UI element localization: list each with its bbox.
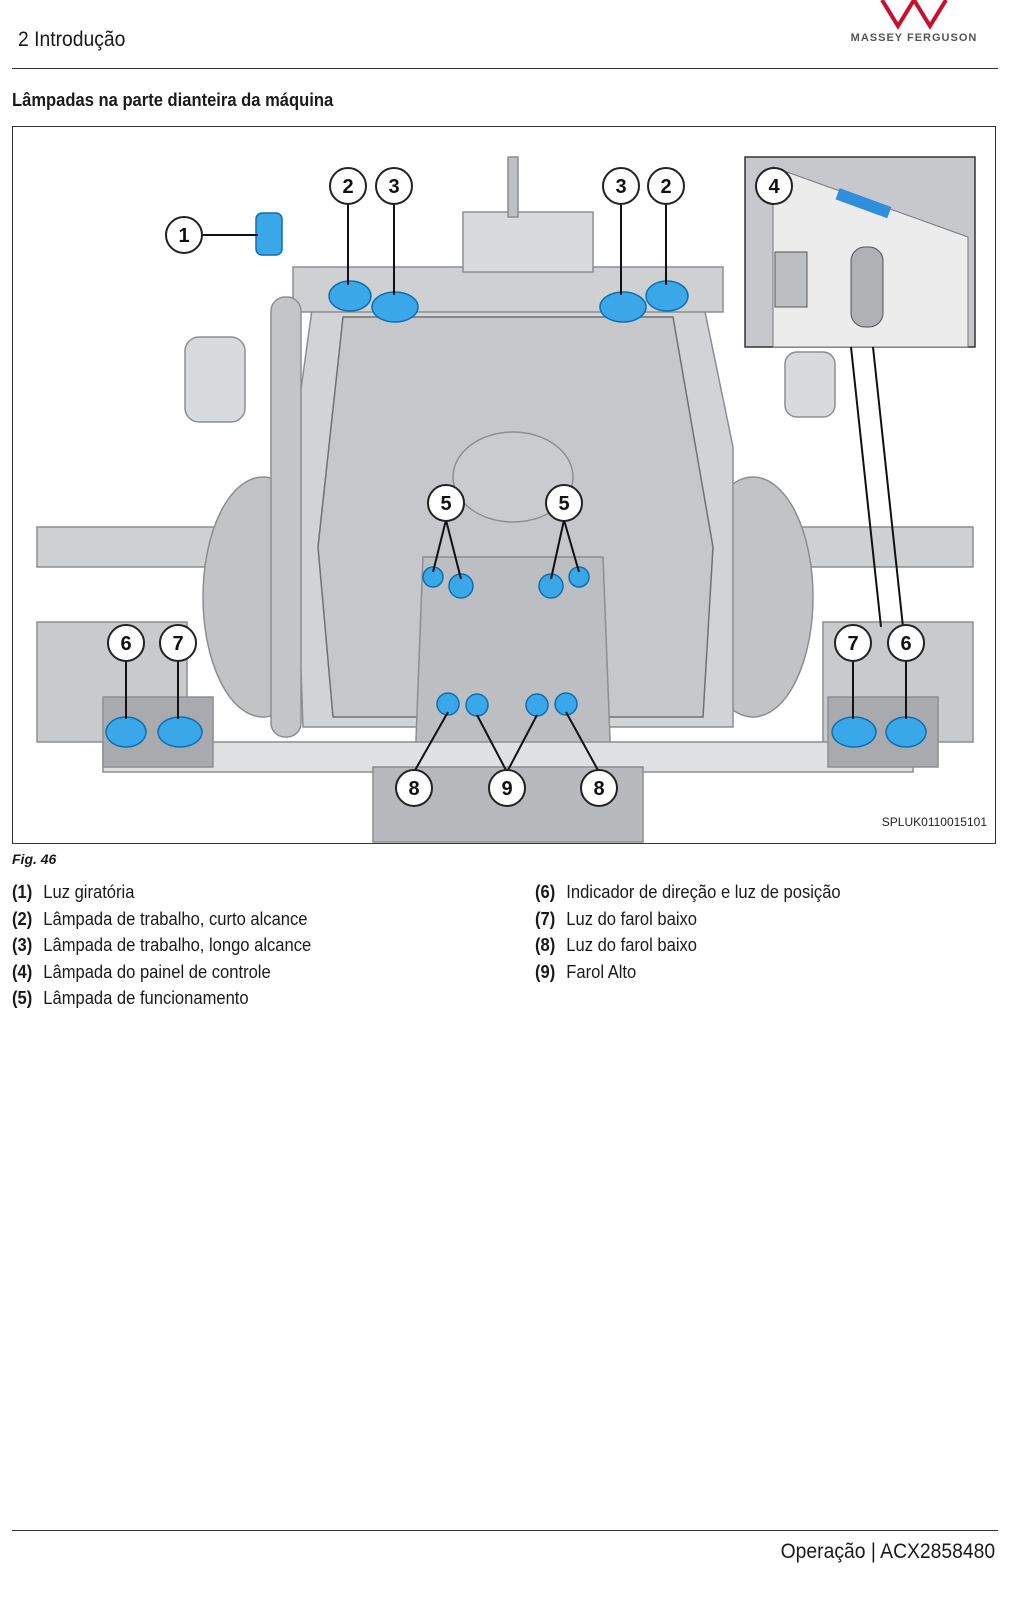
footer-divider — [12, 1530, 998, 1531]
brand-logo: MASSEY FERGUSON — [844, 0, 984, 50]
svg-text:8: 8 — [593, 778, 604, 800]
figure-frame: 1 2 3 3 2 4 5 5 6 7 7 6 8 9 8 SPLUK01100… — [12, 126, 996, 844]
callout-8-right: 8 — [580, 769, 618, 807]
callout-8-left: 8 — [395, 769, 433, 807]
svg-text:8: 8 — [408, 778, 419, 800]
header-divider — [12, 68, 998, 69]
legend-item: (1)Luz giratória — [12, 882, 135, 902]
svg-text:6: 6 — [120, 633, 131, 655]
page-header-title: 2 Introdução — [18, 28, 126, 51]
callout-7-right: 7 — [834, 624, 872, 662]
callout-1: 1 — [165, 216, 203, 254]
legend-item: (6)Indicador de direção e luz de posição — [535, 882, 841, 902]
svg-text:3: 3 — [615, 176, 626, 198]
legend-item: (4)Lâmpada do painel de controle — [12, 961, 271, 982]
callout-3-left: 3 — [375, 167, 413, 205]
machine-front-illustration: 1 2 3 3 2 4 5 5 6 7 7 6 8 9 8 — [36, 156, 976, 843]
callout-9: 9 — [488, 769, 526, 807]
section-heading: Lâmpadas na parte dianteira da máquina — [12, 90, 334, 110]
callout-2-right: 2 — [647, 167, 685, 205]
callout-4: 4 — [755, 167, 793, 205]
svg-text:6: 6 — [900, 633, 911, 655]
brand-name: MASSEY FERGUSON — [850, 32, 978, 44]
svg-text:2: 2 — [660, 176, 671, 198]
svg-text:7: 7 — [172, 633, 183, 655]
legend-column-1: (1)Luz giratória (2)Lâmpada de trabalho,… — [12, 882, 337, 1015]
callout-6-right: 6 — [887, 624, 925, 662]
callout-5-right: 5 — [545, 484, 583, 522]
legend-item: (2)Lâmpada de trabalho, curto alcance — [12, 908, 308, 929]
figure-caption: Fig. 46 — [12, 851, 57, 867]
svg-text:9: 9 — [501, 778, 512, 800]
svg-text:7: 7 — [847, 633, 858, 655]
svg-text:5: 5 — [558, 493, 569, 515]
triple-triangle-logo-icon — [880, 0, 948, 30]
legend-column-2: (6)Indicador de direção e luz de posição… — [535, 882, 867, 988]
figure-code: SPLUK0110015101 — [881, 815, 987, 829]
legend-item: (8)Luz do farol baixo — [535, 935, 698, 955]
callout-7-left: 7 — [159, 624, 197, 662]
callout-2-left: 2 — [329, 167, 367, 205]
legend-item: (7)Luz do farol baixo — [535, 908, 698, 929]
footer-document-id: Operação | ACX2858480 — [780, 1540, 995, 1563]
svg-text:2: 2 — [342, 176, 353, 198]
legend-item: (5)Lâmpada de funcionamento — [12, 988, 249, 1008]
svg-text:4: 4 — [768, 176, 780, 198]
callout-5-left: 5 — [427, 484, 465, 522]
callout-3-right: 3 — [602, 167, 640, 205]
callout-6-left: 6 — [107, 624, 145, 662]
legend-item: (9)Farol Alto — [535, 961, 637, 982]
svg-text:3: 3 — [388, 176, 399, 198]
svg-text:5: 5 — [440, 493, 451, 515]
svg-text:1: 1 — [178, 225, 189, 247]
legend-item: (3)Lâmpada de trabalho, longo alcance — [12, 935, 312, 955]
